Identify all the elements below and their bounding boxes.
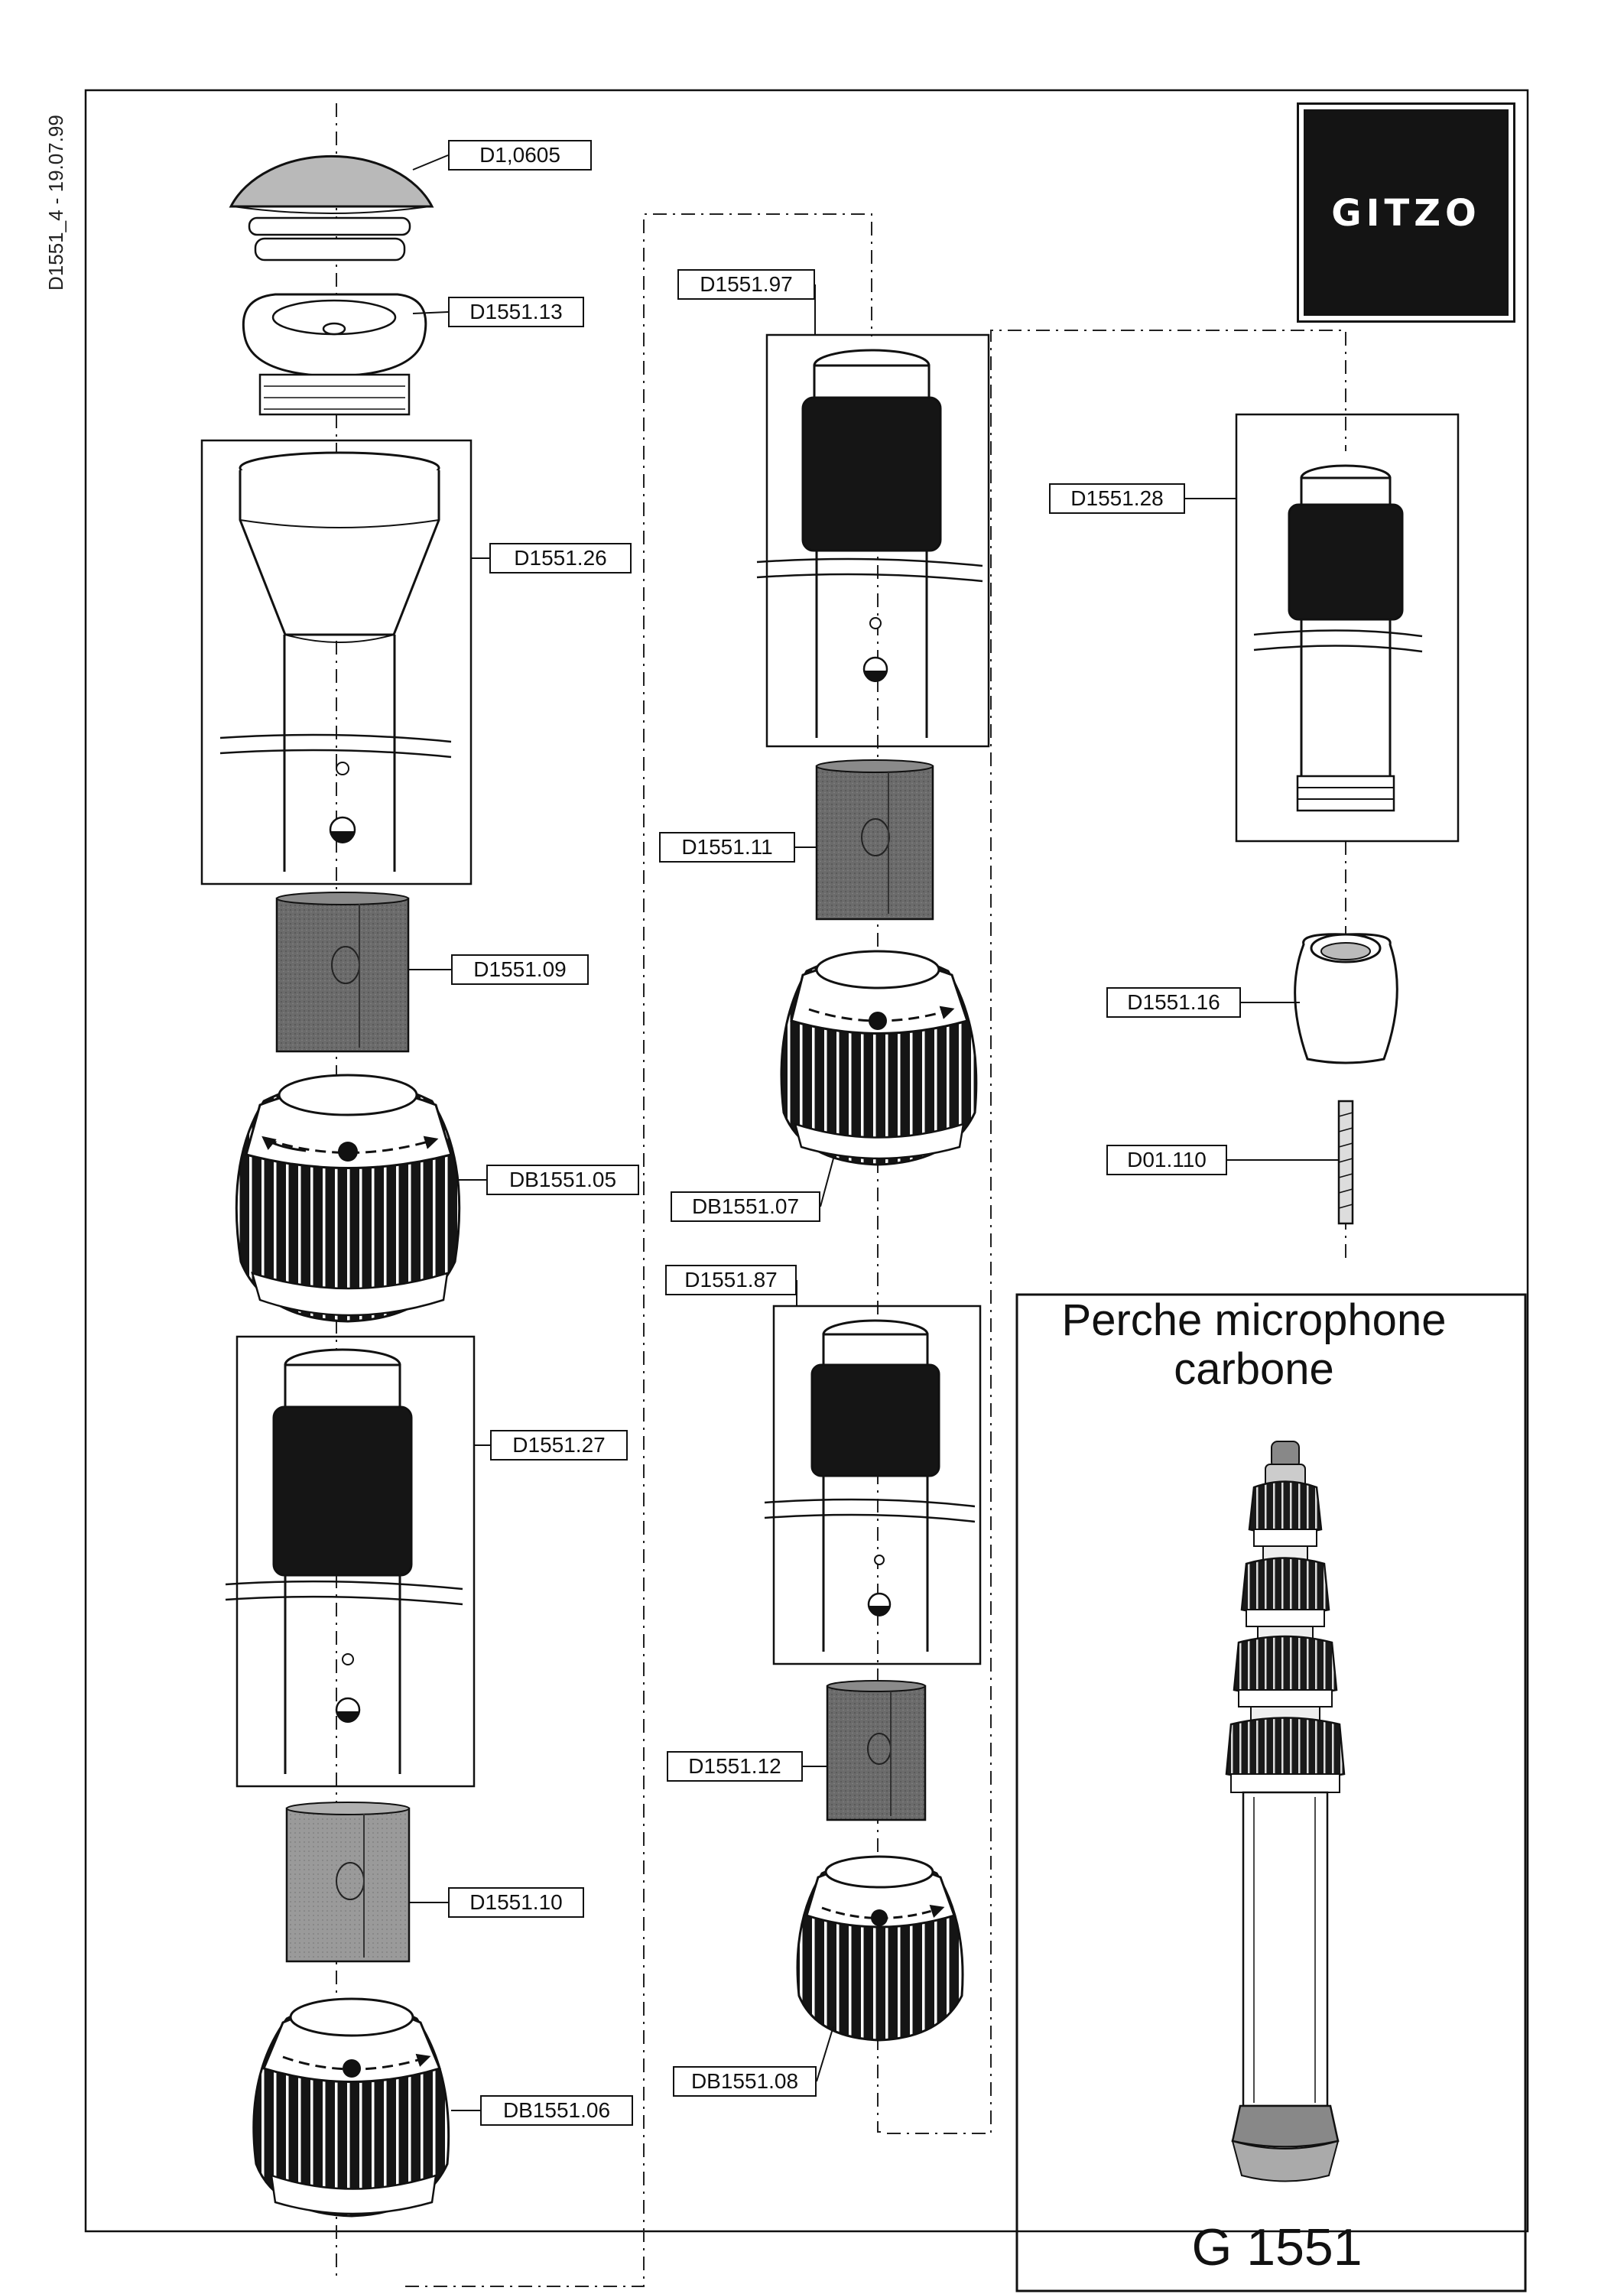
tube-section-drawing xyxy=(764,1319,976,1652)
part-label: D1551.27 xyxy=(490,1430,628,1461)
document-reference: D1551_4 - 19.07.99 xyxy=(44,115,67,291)
part-label: D1551.16 xyxy=(1106,987,1241,1018)
part-label: D1551.09 xyxy=(451,954,589,985)
sleeve-drawing xyxy=(815,759,934,921)
part-label: D1551.11 xyxy=(659,832,795,863)
tube-section-drawing xyxy=(1253,464,1423,812)
part-label: D1551.10 xyxy=(448,1887,584,1918)
product-box xyxy=(1015,1293,1527,2292)
funnel-tube-drawing xyxy=(219,451,452,872)
part-label: DB1551.07 xyxy=(671,1191,820,1222)
gitzo-logo: GITZO xyxy=(1297,102,1515,323)
threaded-cap-drawing xyxy=(242,293,427,416)
locking-knob-drawing xyxy=(252,1997,450,2218)
product-title: Perche microphone carbone xyxy=(1061,1295,1447,1394)
dome-cap-drawing xyxy=(229,154,434,262)
page-border xyxy=(84,89,1529,2233)
part-label: D1551.97 xyxy=(677,269,815,300)
sleeve-drawing xyxy=(826,1680,927,1821)
sleeve-light-drawing xyxy=(285,1802,411,1963)
threaded-screw-drawing xyxy=(1337,1100,1354,1225)
part-label: D1551.87 xyxy=(665,1265,797,1295)
ring-drawing xyxy=(1294,933,1398,1064)
locking-knob-drawing xyxy=(780,950,978,1166)
tube-section-drawing xyxy=(225,1348,463,1774)
sleeve-drawing xyxy=(275,892,410,1053)
microphone-boom-illustration xyxy=(1225,1441,1346,2182)
locking-knob-drawing xyxy=(796,1855,964,2042)
model-number: G 1551 xyxy=(1191,2218,1363,2276)
part-label: DB1551.06 xyxy=(480,2095,633,2126)
part-label: D1551.13 xyxy=(448,297,584,327)
part-label: D1551.12 xyxy=(667,1751,803,1782)
part-label: D1,0605 xyxy=(448,140,592,171)
part-label: DB1551.08 xyxy=(673,2066,817,2097)
part-label: D01.110 xyxy=(1106,1145,1227,1175)
brand-name: GITZO xyxy=(1331,192,1481,235)
part-label: D1551.28 xyxy=(1049,483,1185,514)
part-label: DB1551.05 xyxy=(486,1165,639,1195)
part-label: D1551.26 xyxy=(489,543,632,574)
tube-section-drawing xyxy=(756,349,983,738)
locking-knob-drawing xyxy=(235,1074,461,1323)
